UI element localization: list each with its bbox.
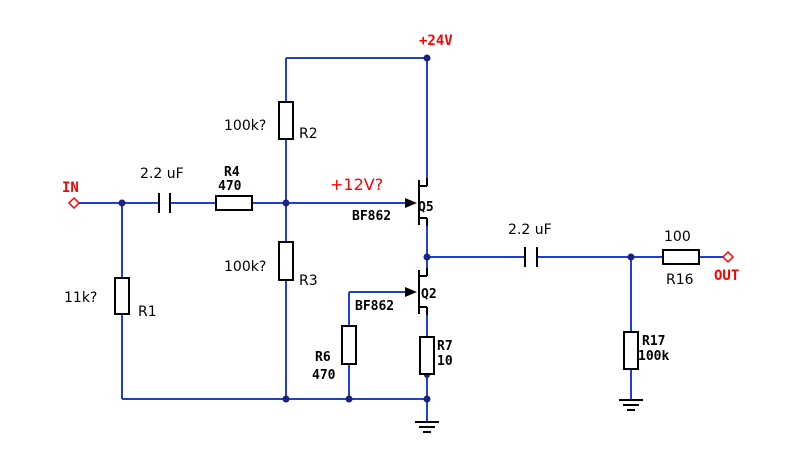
r17-value: 100k: [638, 349, 669, 364]
input-port-label: IN: [62, 180, 79, 196]
resistor-r17: [623, 331, 639, 370]
resistor-r4: [215, 195, 253, 211]
junction-gate-node: [282, 199, 290, 207]
r16-value: 100: [664, 229, 691, 245]
q2-gate-arrow: [405, 287, 417, 297]
junction-rail-r6: [345, 395, 353, 403]
r16-ref: R16: [666, 272, 694, 288]
cout-value: 2.2 uF: [508, 222, 552, 238]
r17-ref: R17: [642, 334, 665, 349]
jfet-q2: [405, 268, 428, 315]
resistor-r1: [114, 277, 130, 315]
r4-value: 470: [218, 179, 242, 194]
q2-part: BF862: [355, 299, 394, 314]
capacitor-output: [524, 247, 538, 267]
junction-rail-gnd: [423, 395, 431, 403]
input-terminal: [67, 196, 81, 210]
q5-gate-arrow: [405, 198, 417, 208]
junction-rail-r3: [282, 395, 290, 403]
ground-symbol-main: [415, 421, 439, 433]
r3-ref: R3: [299, 273, 318, 289]
jfet-q5: [405, 178, 428, 226]
resistor-r6: [341, 325, 357, 365]
r7-value: 10: [437, 354, 453, 369]
r2-value: 100k?: [224, 118, 266, 134]
bias-label: +12V?: [330, 175, 383, 194]
junctions: [118, 54, 635, 403]
supply-label: +24V: [419, 33, 453, 49]
resistor-r3: [278, 241, 294, 281]
junction-input: [118, 199, 126, 207]
cin-value: 2.2 uF: [140, 166, 184, 182]
junction-supply: [423, 54, 431, 62]
wires: [79, 57, 723, 422]
r1-value: 11k?: [64, 290, 97, 306]
r6-value: 470: [312, 368, 336, 383]
junction-output: [423, 253, 431, 261]
r7-ref: R7: [437, 339, 453, 354]
junction-out-r17: [627, 253, 635, 261]
output-port-label: OUT: [714, 268, 739, 284]
r6-ref: R6: [315, 350, 331, 365]
resistor-r7: [419, 336, 435, 375]
r4-ref: R4: [224, 165, 240, 180]
r3-value: 100k?: [224, 259, 266, 275]
q5-part: BF862: [352, 209, 391, 224]
q5-ref: Q5: [418, 200, 434, 215]
resistor-r16: [662, 249, 700, 265]
q2-ref: Q2: [421, 287, 437, 302]
capacitor-input: [158, 193, 171, 213]
resistor-r2: [278, 101, 294, 140]
r2-ref: R2: [299, 126, 318, 142]
ground-symbol-output: [619, 399, 643, 411]
r1-ref: R1: [138, 304, 157, 320]
output-terminal: [721, 250, 735, 264]
